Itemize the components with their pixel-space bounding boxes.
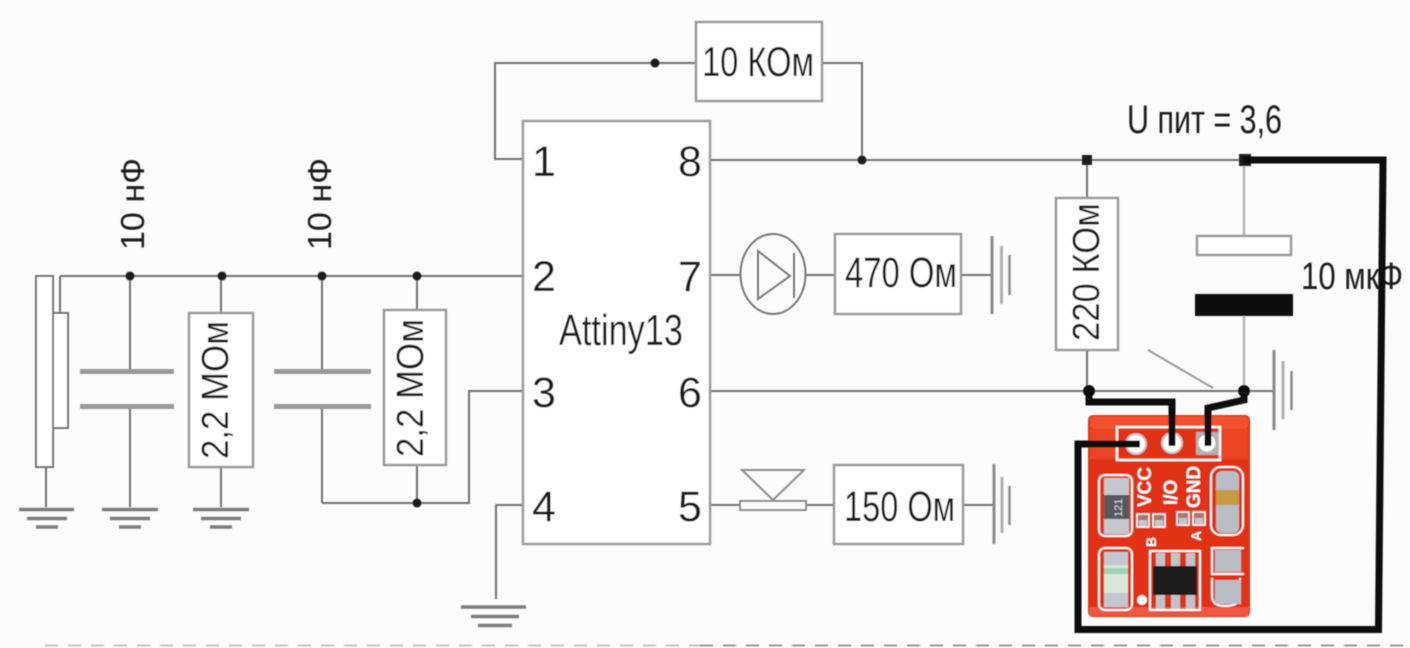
svg-text:3: 3 bbox=[532, 369, 556, 417]
svg-text:GND: GND bbox=[1184, 466, 1205, 508]
svg-text:A: A bbox=[1188, 531, 1204, 541]
svg-text:5: 5 bbox=[678, 483, 702, 531]
svg-text:VCC: VCC bbox=[1135, 467, 1156, 507]
svg-text:470 Ом: 470 Ом bbox=[845, 249, 957, 297]
svg-text:2: 2 bbox=[532, 253, 556, 301]
svg-text:10 нФ: 10 нФ bbox=[301, 158, 338, 250]
svg-text:121: 121 bbox=[1113, 499, 1125, 517]
svg-text:U пит = 3,6: U пит = 3,6 bbox=[1127, 98, 1282, 142]
svg-text:220 КОм: 220 КОм bbox=[1066, 203, 1108, 341]
svg-text:150 Ом: 150 Ом bbox=[844, 483, 955, 531]
svg-text:6: 6 bbox=[678, 369, 702, 417]
svg-text:1: 1 bbox=[532, 138, 556, 186]
svg-text:B: B bbox=[1143, 537, 1159, 547]
svg-text:8: 8 bbox=[678, 138, 702, 186]
svg-text:7: 7 bbox=[678, 253, 702, 301]
svg-text:2,2 МОм: 2,2 МОм bbox=[390, 319, 432, 457]
svg-text:10 нФ: 10 нФ bbox=[114, 158, 151, 250]
svg-text:4: 4 bbox=[532, 483, 556, 531]
svg-text:2,2 МОм: 2,2 МОм bbox=[195, 321, 237, 459]
svg-text:10 мкФ: 10 мкФ bbox=[1301, 256, 1403, 298]
svg-text:I/O: I/O bbox=[1161, 480, 1182, 505]
svg-text:Attiny13: Attiny13 bbox=[559, 306, 683, 355]
svg-text:10 КОм: 10 КОм bbox=[702, 38, 814, 85]
